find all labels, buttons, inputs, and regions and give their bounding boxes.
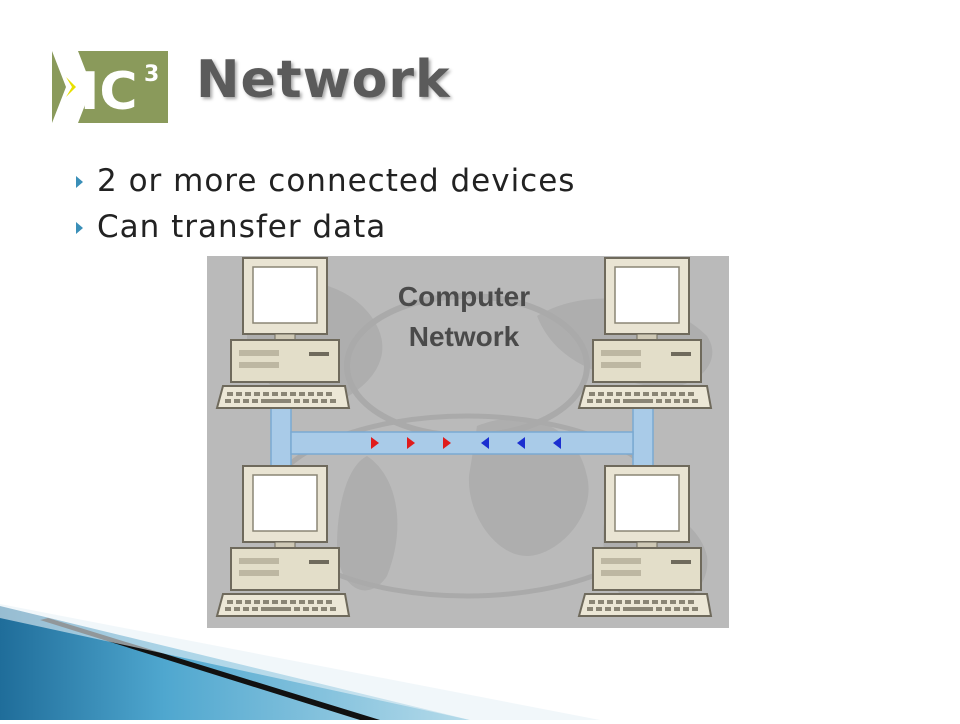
bullet-list: 2 or more connected devices Can transfer… xyxy=(76,158,575,250)
decorative-wedge xyxy=(0,598,960,720)
figure-title-line1: Computer xyxy=(398,281,530,312)
triangle-bullet-icon xyxy=(76,222,83,234)
bullet-text: 2 or more connected devices xyxy=(97,163,576,199)
bullet-item: 2 or more connected devices xyxy=(76,158,575,204)
logo-superscript: 3 xyxy=(144,62,159,87)
bullet-text: Can transfer data xyxy=(97,209,387,245)
data-arrows xyxy=(371,437,561,449)
ic3-logo: IC 3 xyxy=(52,51,168,123)
arrow-right-icon xyxy=(371,437,379,449)
bullet-item: Can transfer data xyxy=(76,204,575,250)
arrow-right-icon xyxy=(443,437,451,449)
network-diagram: Computer Network xyxy=(207,256,729,628)
arrow-right-icon xyxy=(407,437,415,449)
arrow-left-icon xyxy=(481,437,489,449)
logo-text: IC xyxy=(80,62,138,122)
figure-title-line2: Network xyxy=(409,321,520,352)
arrow-left-icon xyxy=(553,437,561,449)
slide-title: Network xyxy=(196,50,451,110)
triangle-bullet-icon xyxy=(76,176,83,188)
arrow-left-icon xyxy=(517,437,525,449)
